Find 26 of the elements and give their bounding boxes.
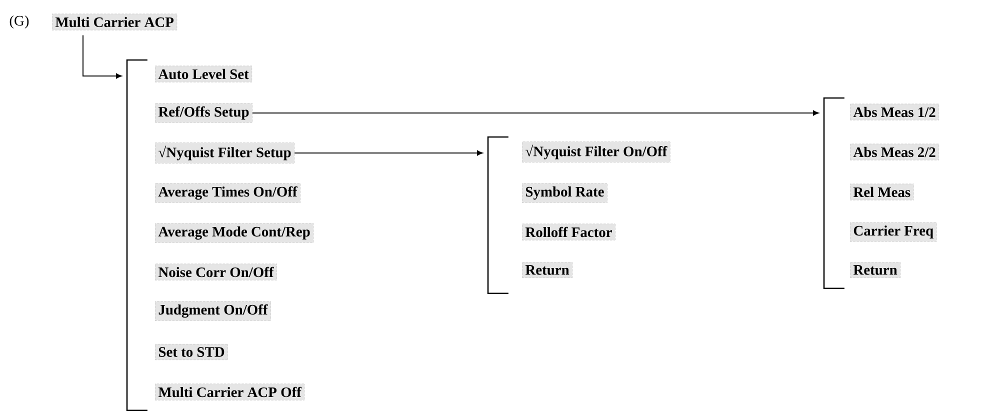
softkey-label: Auto Level Set (155, 66, 252, 82)
softkey-label: √Nyquist Filter On/Off (522, 142, 670, 162)
arrow (82, 34, 122, 79)
softkey-label: Abs Meas 1/2 (850, 104, 940, 120)
softkey-label: Abs Meas 2/2 (850, 144, 940, 160)
softkey-label: Multi Carrier ACP Off (155, 384, 305, 400)
arrow (252, 110, 819, 116)
menu-bracket (126, 59, 148, 412)
softkey-label: Average Times On/Off (155, 183, 300, 203)
softkey-label: Ref/Offs Setup (155, 103, 252, 123)
softkey-label: Return (850, 262, 901, 278)
softkey-label: Noise Corr On/Off (155, 264, 277, 280)
softkey-label: Carrier Freq (850, 222, 937, 242)
softkey-label: Rel Meas (850, 184, 914, 200)
softkey-label: √Nyquist Filter Setup (155, 142, 295, 164)
menu-bracket (823, 97, 844, 290)
softkey-label: Rolloff Factor (522, 224, 616, 240)
softkey-label: Multi Carrier ACP (52, 14, 178, 30)
arrow (294, 150, 483, 156)
softkey-label: Return (522, 262, 573, 278)
softkey-label: Judgment On/Off (155, 301, 271, 321)
softkey-label: Symbol Rate (522, 183, 608, 203)
menu-bracket (487, 136, 508, 294)
softkey-label: Average Mode Cont/Rep (155, 223, 314, 243)
panel-label: (G) (10, 15, 29, 29)
softkey-label: Set to STD (155, 344, 228, 360)
